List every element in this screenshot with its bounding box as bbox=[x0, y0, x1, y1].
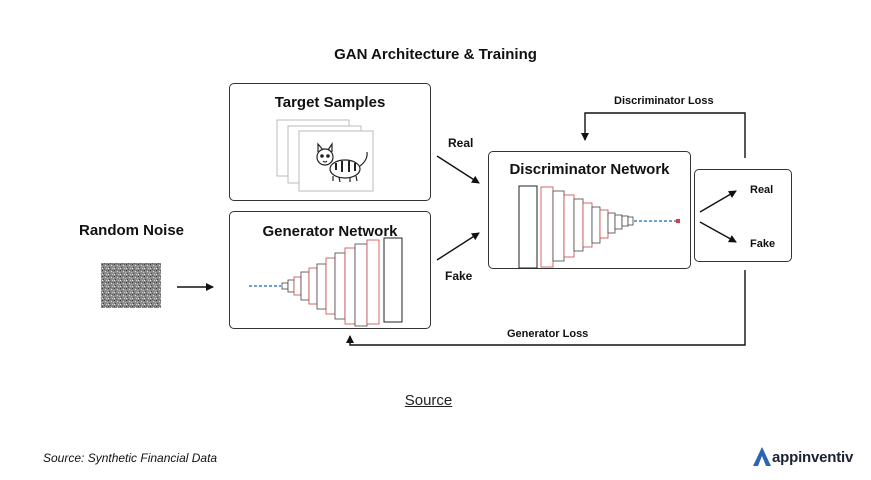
output-real-arrow bbox=[699, 190, 737, 213]
source-link[interactable]: Source bbox=[404, 392, 453, 409]
output-fake-label: Fake bbox=[750, 238, 776, 250]
appinventiv-logo-icon bbox=[753, 447, 771, 466]
generator-loss-line bbox=[346, 270, 746, 346]
generator-loss-label: Generator Loss bbox=[507, 328, 589, 340]
output-fake-arrow bbox=[699, 221, 737, 243]
fake-input-label: Fake bbox=[445, 269, 473, 283]
generator-network-layers bbox=[249, 237, 403, 327]
random-noise-label: Random Noise bbox=[79, 222, 185, 239]
fake-arrow bbox=[436, 232, 480, 261]
target-samples-title: Target Samples bbox=[274, 94, 386, 111]
output-real-label: Real bbox=[750, 184, 774, 196]
real-arrow bbox=[436, 155, 480, 184]
discriminator-loss-label: Discriminator Loss bbox=[614, 95, 714, 107]
discriminator-network-layers bbox=[518, 185, 680, 269]
appinventiv-logo-text: appinventiv bbox=[772, 449, 854, 466]
generator-network-title: Generator Network bbox=[262, 223, 398, 240]
target-sample-cards bbox=[276, 119, 374, 192]
output-box bbox=[694, 169, 792, 262]
diagram-title: GAN Architecture & Training bbox=[334, 46, 537, 63]
discriminator-network-title: Discriminator Network bbox=[509, 161, 670, 178]
real-input-label: Real bbox=[448, 136, 474, 150]
cat-icon bbox=[316, 142, 368, 183]
figure-caption: Source: Synthetic Financial Data bbox=[43, 451, 218, 465]
discriminator-loss-line bbox=[581, 112, 746, 158]
noise-image bbox=[101, 263, 161, 308]
